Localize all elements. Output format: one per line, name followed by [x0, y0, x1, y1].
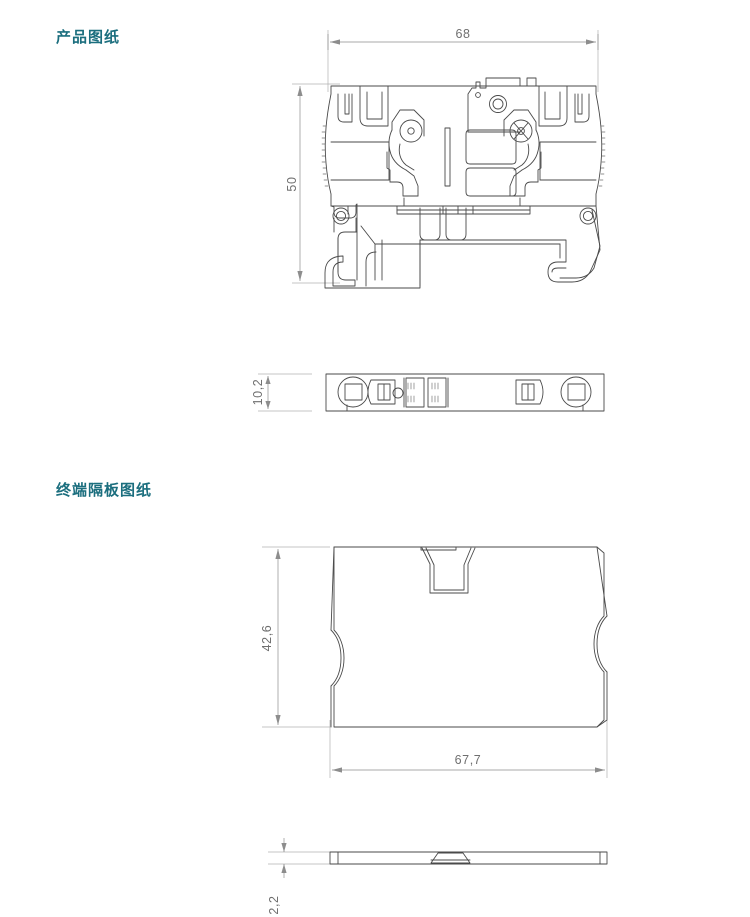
dimension-label-2-2: 2,2	[267, 895, 281, 914]
dimension-depth-10-2	[258, 373, 312, 412]
dimension-plate-height-42-6	[262, 546, 330, 728]
dimension-label-42-6: 42,6	[260, 625, 274, 652]
end-plate-side-view	[329, 851, 608, 865]
section-title-end-plate-drawing: 终端隔板图纸	[56, 481, 153, 499]
dimension-label-50: 50	[285, 176, 299, 191]
terminal-block-top-view: 10,2	[251, 373, 605, 412]
dimension-plate-thickness-2-2	[268, 838, 330, 878]
terminal-block-front-view: 68 50	[251, 27, 606, 412]
dimension-label-10-2: 10,2	[251, 379, 265, 406]
section-title-product-drawing: 产品图纸	[56, 28, 121, 46]
terminal-block-outline	[321, 77, 606, 289]
dimension-width-68	[327, 30, 599, 92]
end-plate-front-outline	[330, 546, 608, 728]
dimension-height-50	[292, 83, 340, 284]
dimension-label-67-7: 67,7	[455, 753, 482, 767]
dimension-plate-width-67-7	[329, 720, 608, 778]
dimension-label-68: 68	[455, 27, 470, 41]
